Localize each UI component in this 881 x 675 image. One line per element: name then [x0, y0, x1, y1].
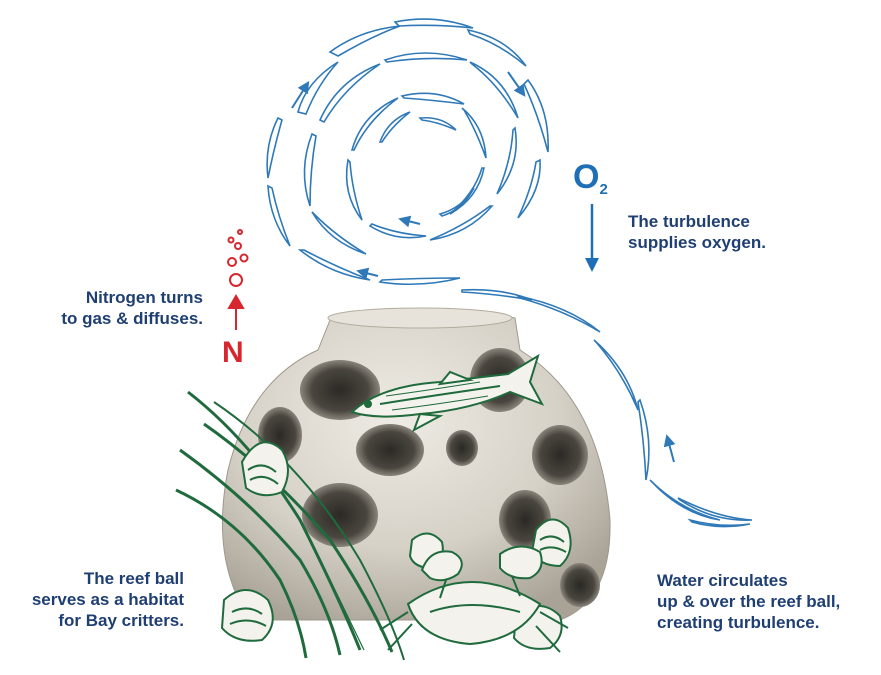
water-label-line: up & over the reef ball, — [657, 591, 840, 612]
water-label-line: creating turbulence. — [657, 612, 840, 633]
nitrogen-label: Nitrogen turns to gas & diffuses. — [40, 287, 203, 329]
water-label: Water circulates up & over the reef ball… — [657, 570, 840, 633]
habitat-label-line: The reef ball — [0, 568, 184, 589]
oxygen-arrow-icon — [585, 204, 599, 272]
nitrogen-label-line: to gas & diffuses. — [40, 308, 203, 329]
turbulence-label: The turbulence supplies oxygen. — [628, 211, 766, 253]
habitat-label: The reef ball serves as a habitat for Ba… — [0, 568, 184, 631]
habitat-label-line: for Bay critters. — [0, 610, 184, 631]
oxygen-symbol: O2 — [573, 158, 608, 198]
turbulence-label-line: The turbulence — [628, 211, 766, 232]
nitrogen-symbol: N — [222, 336, 244, 370]
nitrogen-label-line: Nitrogen turns — [40, 287, 203, 308]
water-label-line: Water circulates — [657, 570, 840, 591]
habitat-label-line: serves as a habitat — [0, 589, 184, 610]
turbulence-label-line: supplies oxygen. — [628, 232, 766, 253]
nitrogen-bubbles-icon — [228, 230, 248, 330]
